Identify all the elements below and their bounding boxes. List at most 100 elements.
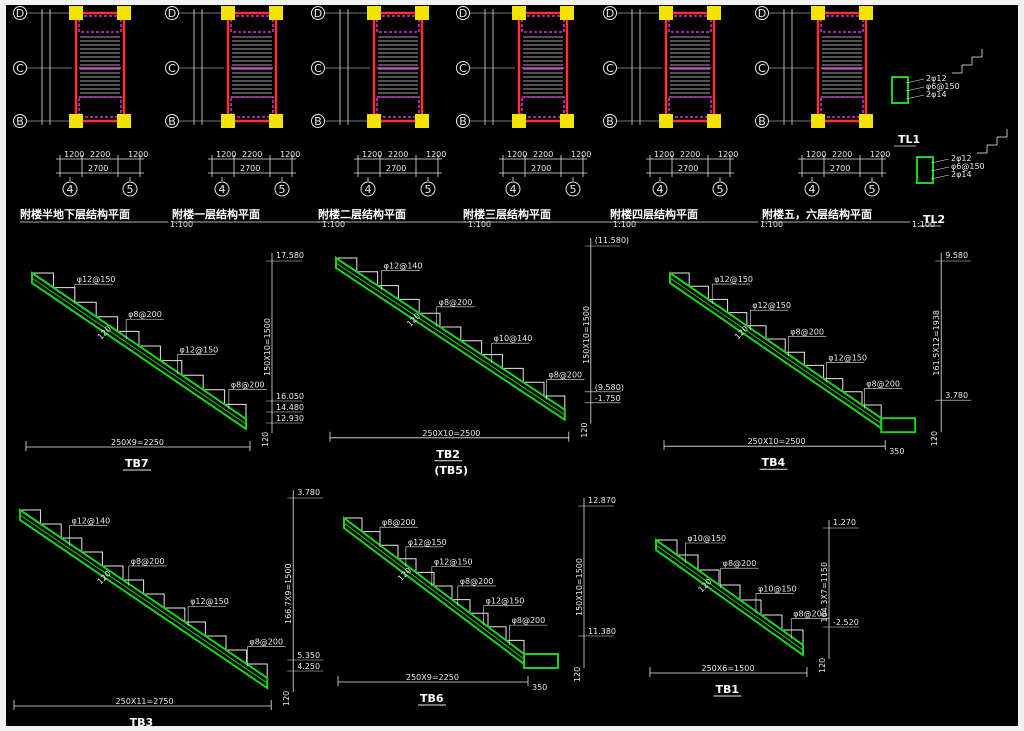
- leader-line: [905, 94, 925, 100]
- rebar-label: φ10@140: [494, 334, 533, 343]
- grid-bubble: [311, 6, 325, 20]
- stair-wall: [226, 11, 278, 123]
- run-dimension: 250X9=2250: [111, 438, 164, 447]
- rebar-label: φ12@150: [77, 275, 116, 284]
- dimension-value: 2200: [242, 150, 262, 159]
- rebar-label: φ10@150: [758, 584, 797, 593]
- grid-bubble: [712, 181, 728, 197]
- landing-beam: [230, 15, 274, 33]
- column: [859, 6, 873, 20]
- grid-bubble: [755, 61, 769, 75]
- landing-beam: [820, 96, 864, 118]
- elevation-label: -1.750: [595, 394, 621, 403]
- column: [415, 114, 429, 128]
- stair-tag: TB2: [436, 448, 460, 461]
- thickness-label: 120: [930, 431, 939, 446]
- plan-title: 附楼半地下层结构平面: [20, 207, 130, 221]
- stair-section: φ8@200φ12@150φ12@150φ8@200φ12@150φ8@2001…: [337, 496, 616, 706]
- grid-label: C: [606, 62, 614, 75]
- elevation-label: 17.580: [276, 251, 304, 260]
- grid-label: B: [16, 115, 24, 128]
- grid-bubble: [62, 181, 78, 197]
- grid-bubble: [165, 114, 179, 128]
- elevation-label: 1.270: [833, 518, 856, 527]
- stair-wall: [74, 11, 126, 123]
- height-dimension: 150X10=1500: [575, 558, 584, 616]
- stair-section: φ12@150φ12@150φ8@200φ12@150φ8@2009.5803.…: [663, 251, 972, 470]
- column: [707, 114, 721, 128]
- elevation-label: 12.870: [588, 496, 616, 505]
- plan-scale: 1:100: [468, 220, 491, 229]
- elevation-label: 9.580: [945, 251, 968, 260]
- grid-label: 5: [570, 183, 577, 196]
- grid-label: 4: [365, 183, 372, 196]
- slab-rebar: [343, 522, 525, 660]
- grid-bubble: [165, 61, 179, 75]
- plan-scale: 1:100: [760, 220, 783, 229]
- elevation-label: 4.250: [297, 662, 320, 671]
- plan-title: 附楼一层结构平面: [172, 207, 260, 221]
- rebar-label: φ12@150: [714, 275, 753, 284]
- dimension-value: 1200: [718, 150, 738, 159]
- grid-bubble: [13, 61, 27, 75]
- dimension-value: 2200: [680, 150, 700, 159]
- elevation-label: 14.480: [276, 403, 304, 412]
- grid-bubble: [311, 61, 325, 75]
- landing-beam: [230, 96, 274, 118]
- grid-label: 5: [717, 183, 724, 196]
- dimension-value: 1200: [870, 150, 890, 159]
- beam-section: [916, 156, 934, 184]
- stair-section: φ12@150φ8@200φ12@150φ8@20017.58016.05014…: [25, 251, 304, 471]
- grid-label: 5: [869, 183, 876, 196]
- rebar-label: φ8@200: [512, 616, 546, 625]
- slab-rebar: [669, 277, 882, 424]
- elevation-label: 5.350: [297, 651, 320, 660]
- stair-section: φ12@140φ8@200φ10@140φ8@200(11.580)(9.580…: [329, 236, 629, 477]
- grid-label: D: [459, 7, 467, 20]
- grid-bubble: [652, 181, 668, 197]
- plan-title: 附楼二层结构平面: [318, 207, 406, 221]
- rebar-label: φ8@200: [866, 380, 900, 389]
- dimension-total: 2700: [678, 164, 698, 173]
- grid-bubble: [274, 181, 290, 197]
- landing-beam: [376, 15, 420, 33]
- dimension-total: 2700: [386, 164, 406, 173]
- stair-tag: TB7: [125, 457, 149, 470]
- height-dimension: 161.5X12=1938: [932, 310, 941, 376]
- grid-bubble: [456, 114, 470, 128]
- rebar-label: φ10@150: [687, 534, 726, 543]
- landing-slab: [523, 653, 559, 669]
- rebar-label: φ8@200: [793, 610, 827, 619]
- leader-line: [930, 174, 950, 180]
- stair-section: φ10@150φ8@200φ10@150φ8@2001.270-2.520164…: [649, 518, 859, 697]
- run-dimension: 250X9=2250: [406, 673, 459, 682]
- rebar-label: φ12@150: [752, 301, 791, 310]
- leader-line: [905, 86, 925, 92]
- thickness-label: 120: [261, 432, 270, 447]
- thickness-label: 120: [580, 423, 589, 438]
- rebar-label: φ8@200: [128, 310, 162, 319]
- stair-hatch: [232, 36, 272, 98]
- column: [512, 6, 526, 20]
- stair-tag: TB3: [130, 716, 154, 726]
- grid-bubble: [122, 181, 138, 197]
- leader-line: [930, 166, 950, 172]
- dimension-value: 2200: [90, 150, 110, 159]
- grid-bubble: [804, 181, 820, 197]
- dimension-value: 2200: [388, 150, 408, 159]
- grid-label: 5: [425, 183, 432, 196]
- rebar-label: φ12@150: [180, 345, 219, 354]
- column: [811, 6, 825, 20]
- plan-scale: 1:100: [613, 220, 636, 229]
- grid-bubble: [456, 6, 470, 20]
- elevation-label: -2.520: [833, 618, 859, 627]
- landing-beam: [668, 96, 712, 118]
- column: [811, 114, 825, 128]
- grid-label: 4: [809, 183, 816, 196]
- grid-label: C: [16, 62, 24, 75]
- elevation-label: 3.780: [945, 391, 968, 400]
- rebar-label: φ8@200: [231, 380, 265, 389]
- thickness-label: 120: [818, 658, 827, 673]
- stair-tag: TB6: [420, 692, 444, 705]
